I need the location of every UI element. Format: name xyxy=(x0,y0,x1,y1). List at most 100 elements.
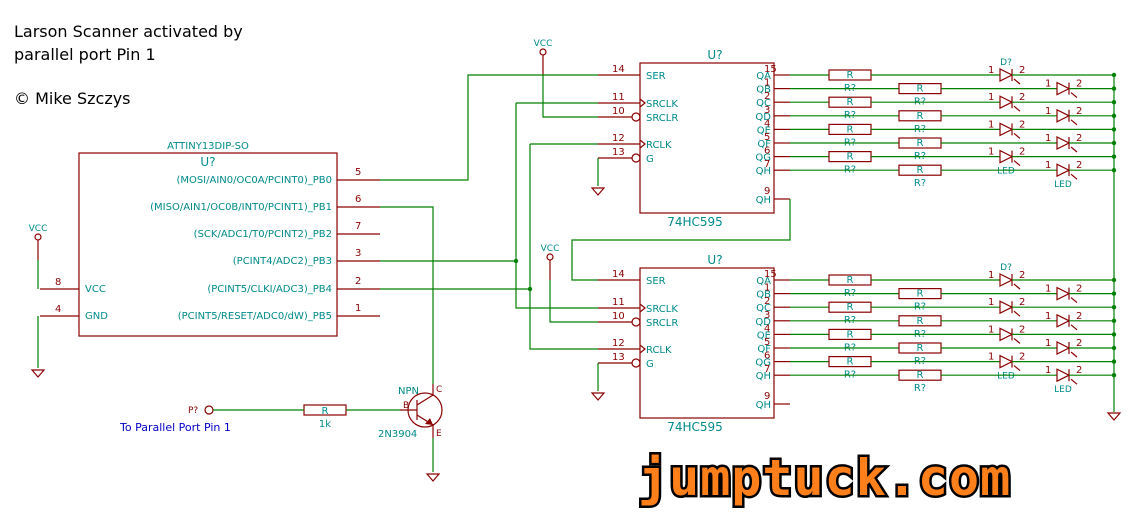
attiny-pin-name: (SCK/ADC1/T0/PCINT2)_PB2 xyxy=(194,229,332,240)
led-pin1: 1 xyxy=(988,324,994,335)
led-pin2: 2 xyxy=(1076,338,1082,349)
sr-right-pin-number: 2 xyxy=(764,91,770,102)
led-pin2: 2 xyxy=(1019,270,1025,281)
sr-ref: U? xyxy=(707,253,722,267)
ground-symbol xyxy=(1106,412,1122,421)
led-emission xyxy=(1013,337,1021,344)
led-pin1: 1 xyxy=(988,65,994,76)
led-emission xyxy=(1013,283,1021,290)
vcc-symbol xyxy=(546,253,554,261)
sr-left-pin-name: SRCLR xyxy=(646,318,678,329)
sr-right-pin-name: QD xyxy=(755,112,771,123)
attiny-pin-number: 1 xyxy=(355,303,361,314)
resistor-value: R xyxy=(917,316,924,327)
led-pin2: 2 xyxy=(1076,106,1082,117)
sr-right-pin-number: 1 xyxy=(764,78,770,89)
attiny-pin-number: 5 xyxy=(355,167,361,178)
attiny-vcc-name: VCC xyxy=(85,284,106,295)
resistor-value: R xyxy=(847,329,854,340)
led-value: LED xyxy=(1054,385,1072,395)
ground-bus-junction xyxy=(1111,72,1117,78)
sr-left-pin-number: 13 xyxy=(612,147,625,158)
attiny-pin-name: (MISO/AIN1/OC0B/INT0/PCINT1)_PB1 xyxy=(150,202,332,213)
ground-symbol xyxy=(425,473,441,482)
led-diode xyxy=(1056,108,1071,123)
led-emission xyxy=(1013,78,1021,85)
led-emission xyxy=(1070,146,1078,153)
title-line-2: parallel port Pin 1 xyxy=(14,45,156,64)
vcc-symbol xyxy=(34,233,42,241)
sr-inverted-bubble xyxy=(631,317,641,327)
wire xyxy=(380,74,598,181)
sr-left-pin-number: 11 xyxy=(612,92,625,103)
resistor-value: R xyxy=(917,138,924,149)
attiny-pin-number: 2 xyxy=(355,276,361,287)
resistor-value: R xyxy=(917,165,924,176)
led-pin1: 1 xyxy=(1045,365,1051,376)
led-pin1: 1 xyxy=(988,270,994,281)
sr-part: 74HC595 xyxy=(667,215,723,229)
ground-bus-junction xyxy=(1111,305,1117,310)
attiny-part: ATTINY13DIP-SO xyxy=(167,141,249,152)
sr-clock-marker xyxy=(639,344,646,354)
resistor-value: R xyxy=(917,111,924,122)
sr-inverted-bubble xyxy=(631,358,641,368)
attiny-pin-name: (PCINT5/RESET/ADC0/dW)_PB5 xyxy=(178,311,332,322)
sr-right-pin-name: QH xyxy=(756,371,771,382)
led-diode xyxy=(999,327,1014,342)
led-value: LED xyxy=(997,167,1015,177)
ground-bus-junction xyxy=(1111,345,1117,351)
sr-left-pin-name: G xyxy=(646,154,654,165)
sr-right-pin-name: QC xyxy=(756,98,771,109)
resistor-value: R xyxy=(917,343,924,354)
shift-register-74hc595: U?74HC595SER14SRCLK11SRCLR10RCLK12G13QA1… xyxy=(597,253,790,434)
sr-right-pin-name: QD xyxy=(755,317,771,328)
led-pin2: 2 xyxy=(1019,119,1025,130)
sr-qh-prime-name: QH xyxy=(756,195,771,206)
ground-bus-junction xyxy=(1111,86,1117,91)
sr-right-pin-name: QG xyxy=(755,153,771,164)
sr-clock-marker xyxy=(639,303,646,313)
led-pin1: 1 xyxy=(1045,311,1051,322)
ground-bus-junction xyxy=(1111,359,1117,364)
attiny-pin-name: (MOSI/AIN0/OC0A/PCINT0)_PB0 xyxy=(176,175,332,186)
author-credit: © Mike Szczys xyxy=(14,89,131,108)
vcc-symbol xyxy=(539,48,547,56)
led-pin2: 2 xyxy=(1019,324,1025,335)
led-pin1: 1 xyxy=(988,352,994,363)
led-emission xyxy=(1070,378,1078,385)
attiny-pin-name: (PCINT5/CLKI/ADC3)_PB4 xyxy=(207,284,332,295)
led-emission xyxy=(1070,324,1078,331)
ground-symbol xyxy=(30,369,46,378)
sr-left-pin-name: SRCLR xyxy=(646,113,678,124)
sr-body xyxy=(639,62,775,214)
led-diode xyxy=(1056,81,1071,96)
sr-right-pin-number: 15 xyxy=(764,269,777,280)
parallel-port-input: P? To Parallel Port Pin 1 xyxy=(119,405,231,434)
led-pin2: 2 xyxy=(1019,147,1025,158)
input-resistor: R 1k xyxy=(303,404,347,430)
sr-right-pin-number: 6 xyxy=(764,146,770,157)
sr-left-pin-name: SER xyxy=(646,71,666,82)
led-pin1: 1 xyxy=(1045,133,1051,144)
led-diode xyxy=(999,68,1014,82)
wire-junction xyxy=(513,258,519,264)
ground-bus-junction xyxy=(1111,318,1117,323)
sr-left-pin-number: 12 xyxy=(612,338,625,349)
led-diode xyxy=(999,122,1014,137)
resistor-ref: R? xyxy=(914,178,926,189)
sr-right-pin-name: QH xyxy=(756,166,771,177)
led-emission xyxy=(1070,92,1078,99)
led-emission xyxy=(1070,173,1078,180)
sr-part: 74HC595 xyxy=(667,420,723,434)
attiny-vcc-number: 8 xyxy=(55,277,61,288)
led-emission xyxy=(1013,160,1021,167)
ground-bus-junction xyxy=(1111,291,1117,296)
sr-right-pin-number: 2 xyxy=(764,296,770,307)
sr-right-pin-number: 1 xyxy=(764,283,770,294)
led-pin1: 1 xyxy=(988,297,994,308)
sr-right-pin-number: 4 xyxy=(764,323,770,334)
sr-right-pin-name: QF xyxy=(757,139,771,150)
sr-left-pin-number: 12 xyxy=(612,133,625,144)
